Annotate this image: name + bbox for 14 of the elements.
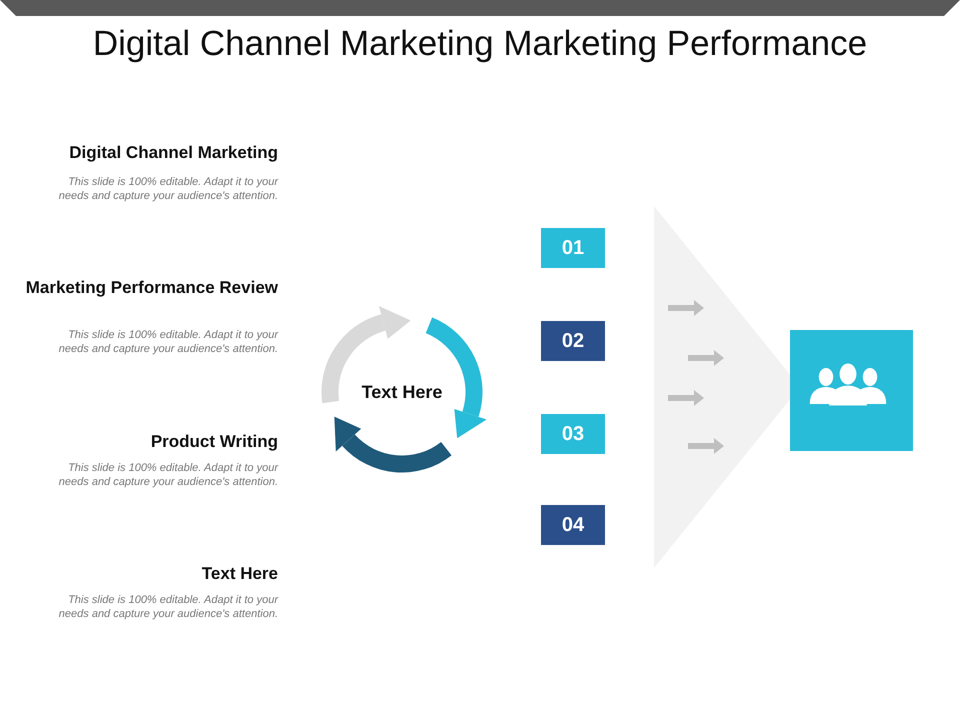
section-heading: Product Writing <box>150 431 278 453</box>
number-tile: 04 <box>541 505 605 545</box>
section-heading: Text Here <box>200 563 278 585</box>
description-text: This slide is 100% editable. Adapt it to your needs and capture your audience's attention. <box>58 328 278 356</box>
number-tile: 03 <box>541 414 605 454</box>
center-text: Text Here <box>360 382 444 403</box>
section-heading: Marketing Performance Review <box>24 277 278 299</box>
number-tile: 02 <box>541 321 605 361</box>
description-text: This slide is 100% editable. Adapt it to your needs and capture your audience's attention. <box>58 461 278 489</box>
slide-title: Digital Channel Marketing Marketing Performance <box>92 24 868 64</box>
description-text: This slide is 100% editable. Adapt it to your needs and capture your audience's attention. <box>58 175 278 203</box>
section-heading: Digital Channel Marketing <box>68 142 278 164</box>
description-text: This slide is 100% editable. Adapt it to your needs and capture your audience's attention. <box>58 593 278 621</box>
number-tile: 01 <box>541 228 605 268</box>
